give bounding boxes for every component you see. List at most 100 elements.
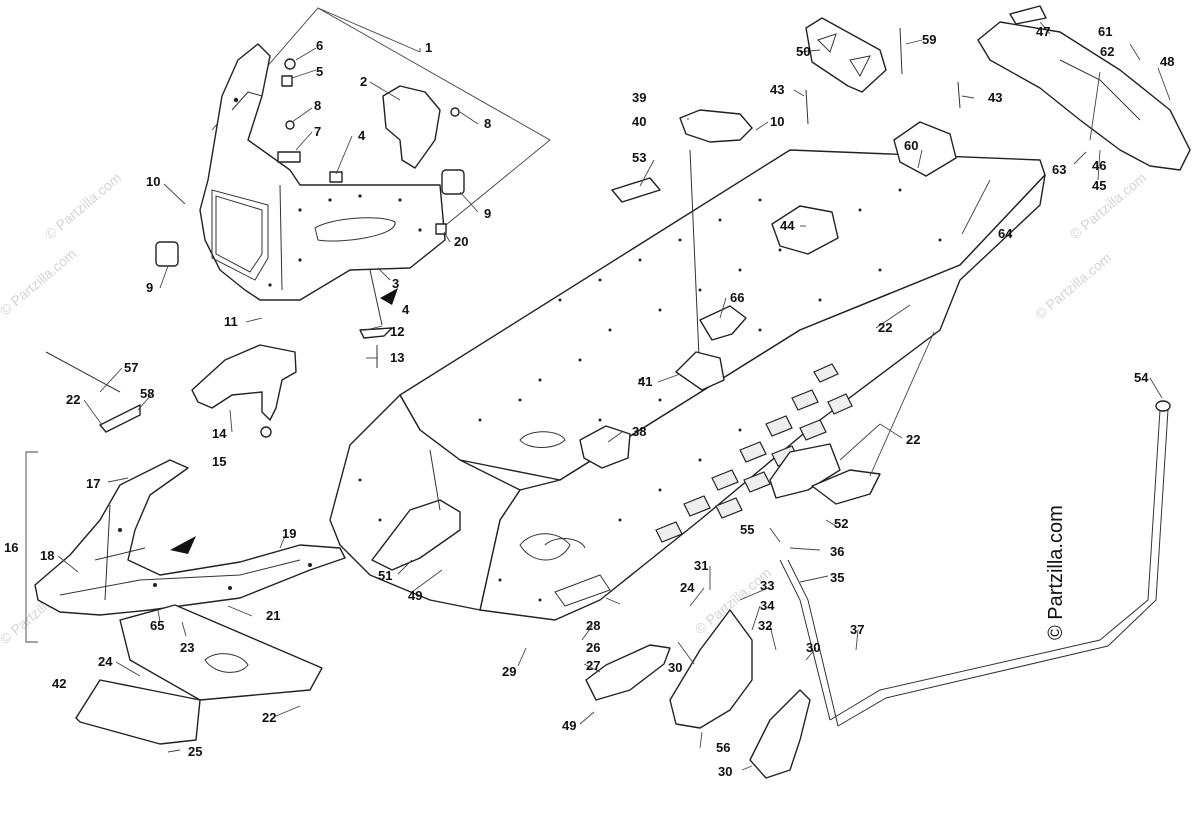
- plate-38: [579, 425, 631, 469]
- callout-63: 63: [1052, 162, 1066, 177]
- callout-12: 12: [390, 324, 404, 339]
- partzilla-watermark: © Partzilla.com: [1045, 505, 1067, 640]
- callout-13: 13: [390, 350, 404, 365]
- callout-45: 45: [1092, 178, 1106, 193]
- callout-29: 29: [502, 664, 516, 679]
- leader-lines: [57, 21, 1171, 771]
- callout-6: 6: [316, 38, 323, 53]
- callout-9: 9: [484, 206, 491, 221]
- clip-7: [277, 151, 301, 163]
- bracket-30: [749, 689, 811, 779]
- callout-42: 42: [52, 676, 66, 691]
- callout-22: 22: [262, 710, 276, 725]
- front-frame-16: [34, 459, 346, 616]
- callout-53: 53: [632, 150, 646, 165]
- bracket-58: [99, 404, 141, 433]
- callout-20: 20: [454, 234, 468, 249]
- bumper-rod-54: [829, 409, 1161, 721]
- callout-62: 62: [1100, 44, 1114, 59]
- callout-40: 40: [632, 114, 646, 129]
- rear-flap-48: [977, 21, 1191, 171]
- callout-58: 58: [140, 386, 154, 401]
- direction-arrow: [380, 288, 398, 305]
- bracket-51: [371, 499, 461, 571]
- watermark-text: © Partzilla.com: [1067, 169, 1150, 242]
- callout-3: 3: [392, 276, 399, 291]
- callout-8: 8: [314, 98, 321, 113]
- bracket-39: [679, 109, 753, 143]
- nut-8: [285, 120, 295, 130]
- callout-18: 18: [40, 548, 54, 563]
- callout-4: 4: [402, 302, 410, 317]
- callout-59: 59: [922, 32, 936, 47]
- callout-30: 30: [806, 640, 820, 655]
- callout-54: 54: [1134, 370, 1149, 385]
- callout-10: 10: [770, 114, 784, 129]
- callout-19: 19: [282, 526, 296, 541]
- skid-plate-21: [119, 604, 323, 701]
- plate-53: [611, 177, 661, 203]
- callout-61: 61: [1098, 24, 1112, 39]
- bumper-rod-end: [1155, 400, 1171, 412]
- callout-24: 24: [680, 580, 695, 595]
- callout-43: 43: [770, 82, 784, 97]
- skid-plate-opening: [204, 653, 249, 673]
- callout-39: 39: [632, 90, 646, 105]
- callout-26: 26: [586, 640, 600, 655]
- callout-22: 22: [878, 320, 892, 335]
- callout-25: 25: [188, 744, 202, 759]
- callout-1: 1: [425, 40, 432, 55]
- callout-51: 51: [378, 568, 392, 583]
- callout-8: 8: [484, 116, 491, 131]
- callout-14: 14: [212, 426, 227, 441]
- bolt-59: [899, 27, 903, 75]
- block-9: [441, 169, 465, 195]
- callout-64: 64: [998, 226, 1013, 241]
- callout-66: 66: [730, 290, 744, 305]
- nut-8: [450, 107, 460, 117]
- callout-11: 11: [224, 314, 238, 329]
- clip-4: [329, 171, 343, 183]
- callout-43: 43: [988, 90, 1002, 105]
- callout-36: 36: [830, 544, 844, 559]
- callout-48: 48: [1160, 54, 1174, 69]
- callout-47: 47: [1036, 24, 1050, 39]
- leader-line: [317, 7, 421, 53]
- callout-16: 16: [4, 540, 18, 555]
- callout-10: 10: [146, 174, 160, 189]
- front-bulkhead: [199, 43, 446, 301]
- callout-27: 27: [586, 658, 600, 673]
- callout-15: 15: [212, 454, 226, 469]
- bracket-14: [191, 344, 297, 421]
- callout-52: 52: [834, 516, 848, 531]
- callout-37: 37: [850, 622, 864, 637]
- callout-24: 24: [98, 654, 113, 669]
- callout-65: 65: [150, 618, 164, 633]
- rod: [689, 149, 701, 381]
- bumper-rod-54: [837, 409, 1169, 727]
- watermark-text: © Partzilla.com: [1032, 249, 1115, 322]
- group-bracket-16: [25, 451, 38, 643]
- plate-56: [669, 609, 753, 729]
- callout-28: 28: [586, 618, 600, 633]
- callout-30: 30: [668, 660, 682, 675]
- tunnel-vents: [655, 363, 853, 543]
- callout-49: 49: [562, 718, 576, 733]
- nut-15: [260, 426, 272, 438]
- callout-32: 32: [758, 618, 772, 633]
- callout-34: 34: [760, 598, 775, 613]
- plate-44: [771, 205, 839, 255]
- callout-7: 7: [314, 124, 321, 139]
- direction-arrow: [170, 536, 196, 554]
- washer-12: [359, 327, 393, 339]
- cable-57: [45, 351, 121, 393]
- callout-5: 5: [316, 64, 323, 79]
- clip-5: [281, 75, 293, 87]
- callout-33: 33: [760, 578, 774, 593]
- bolt-43: [957, 81, 961, 109]
- plate-41: [675, 351, 725, 391]
- callout-38: 38: [632, 424, 646, 439]
- callout-57: 57: [124, 360, 138, 375]
